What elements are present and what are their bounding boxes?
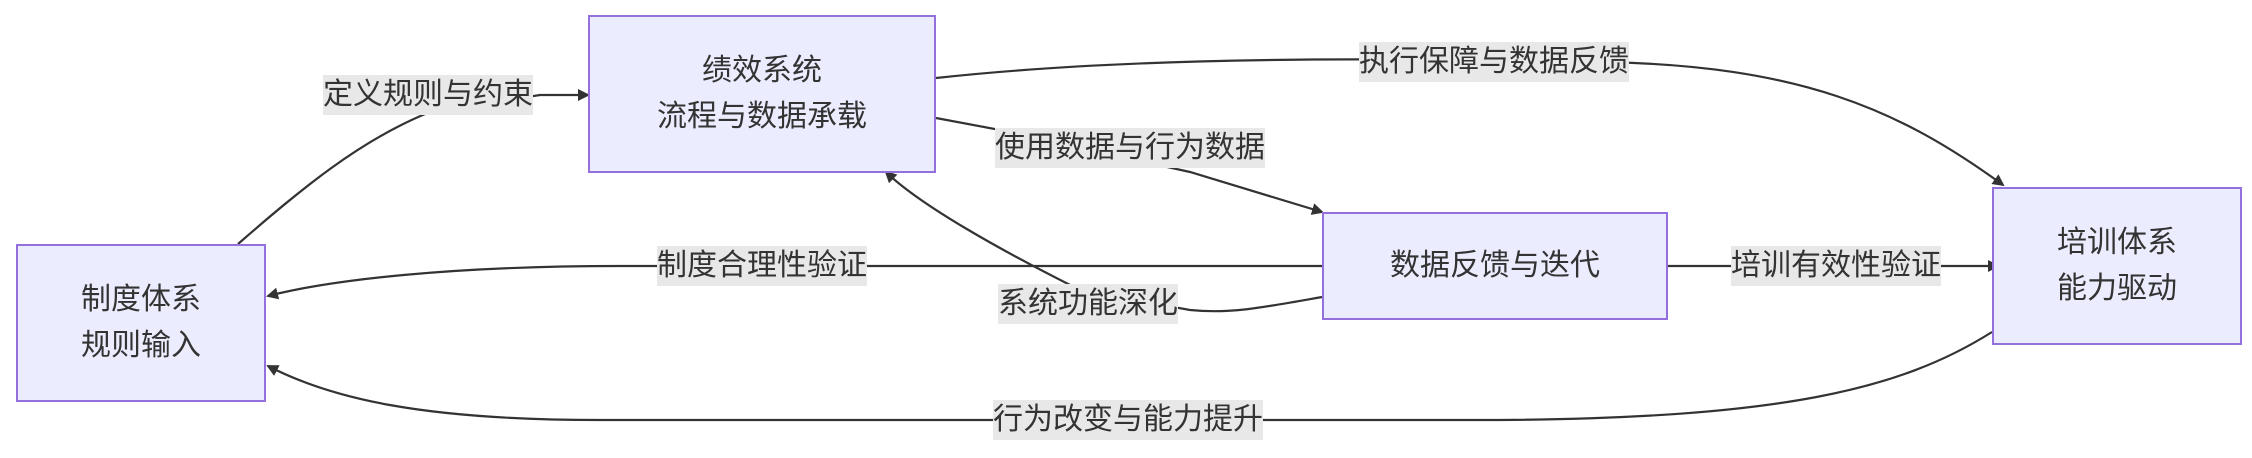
label-policy-validate: 制度合理性验证 <box>657 246 867 286</box>
node-perf-system: 绩效系统 流程与数据承载 <box>588 15 936 173</box>
label-deepen-features: 系统功能深化 <box>998 284 1178 324</box>
node-perf-line1: 绩效系统 <box>702 53 822 88</box>
node-policy-line2: 规则输入 <box>81 328 201 363</box>
label-train-validate: 培训有效性验证 <box>1731 246 1941 286</box>
label-behavior-change: 行为改变与能力提升 <box>993 400 1263 440</box>
edge-policy-to-perf <box>237 89 590 245</box>
label-usage-data: 使用数据与行为数据 <box>995 128 1265 168</box>
label-exec-guarantee: 执行保障与数据反馈 <box>1359 42 1629 82</box>
node-train-line2: 能力驱动 <box>2057 271 2177 306</box>
label-define-rules: 定义规则与约束 <box>323 75 533 115</box>
node-policy-line1: 制度体系 <box>81 282 201 317</box>
edge-train-to-policy <box>266 331 1993 422</box>
node-training-system: 培训体系 能力驱动 <box>1992 187 2242 345</box>
node-train-line1: 培训体系 <box>2057 225 2177 260</box>
edge-feedback-to-policy <box>266 264 1322 300</box>
node-policy-system: 制度体系 规则输入 <box>16 244 266 402</box>
node-feedback-line1: 数据反馈与迭代 <box>1390 248 1600 283</box>
node-data-feedback: 数据反馈与迭代 <box>1322 212 1668 320</box>
node-perf-line2: 流程与数据承载 <box>657 99 867 134</box>
